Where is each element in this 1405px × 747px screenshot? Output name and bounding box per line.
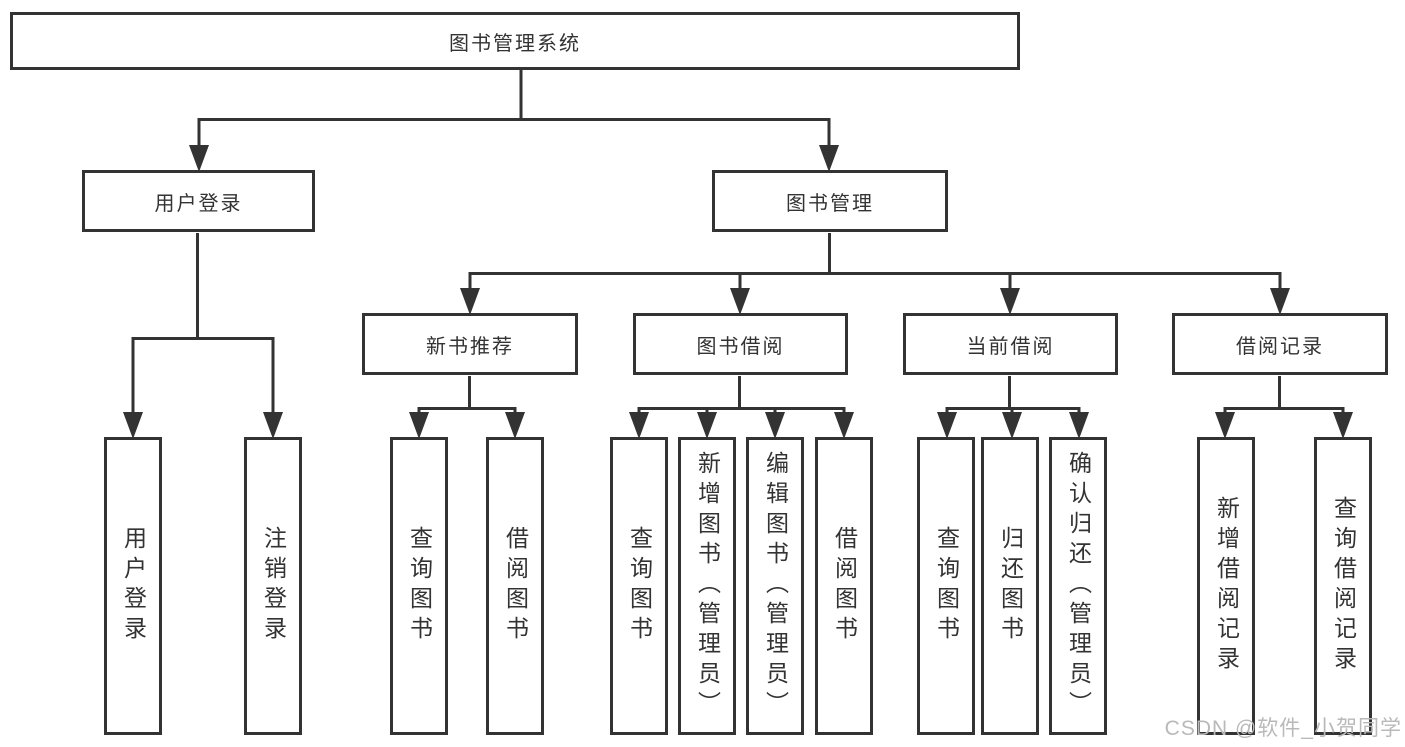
node-leaf-logout: 注销登录 — [244, 437, 302, 735]
node-user-login-branch: 用户登录 — [82, 170, 315, 232]
node-leaf-return-books: 归还图书 — [981, 437, 1039, 735]
node-leaf-add-books-admin: 新增图书（管理员） — [678, 437, 736, 735]
csdn-watermark: CSDN @软件_小贺同学 — [1164, 717, 1402, 740]
node-leaf-query-books-recommend: 查询图书 — [390, 437, 448, 735]
node-leaf-borrow-books-recommend: 借阅图书 — [486, 437, 544, 735]
node-leaf-query-borrow-record: 查询借阅记录 — [1314, 437, 1372, 735]
node-leaf-add-borrow-record: 新增借阅记录 — [1197, 437, 1255, 735]
node-borrow-records: 借阅记录 — [1172, 313, 1388, 375]
node-root-system: 图书管理系统 — [10, 12, 1020, 70]
node-book-borrow: 图书借阅 — [633, 313, 848, 375]
node-leaf-query-books-borrow: 查询图书 — [610, 437, 668, 735]
node-leaf-confirm-return-admin: 确认归还（管理员） — [1049, 437, 1107, 735]
node-current-borrow: 当前借阅 — [903, 313, 1118, 375]
node-leaf-borrow-books: 借阅图书 — [815, 437, 873, 735]
node-leaf-user-login: 用户登录 — [104, 437, 162, 735]
node-book-management-branch: 图书管理 — [712, 170, 948, 232]
node-new-book-recommend: 新书推荐 — [362, 313, 578, 375]
node-leaf-query-books-current: 查询图书 — [917, 437, 975, 735]
node-leaf-edit-books-admin: 编辑图书（管理员） — [746, 437, 804, 735]
